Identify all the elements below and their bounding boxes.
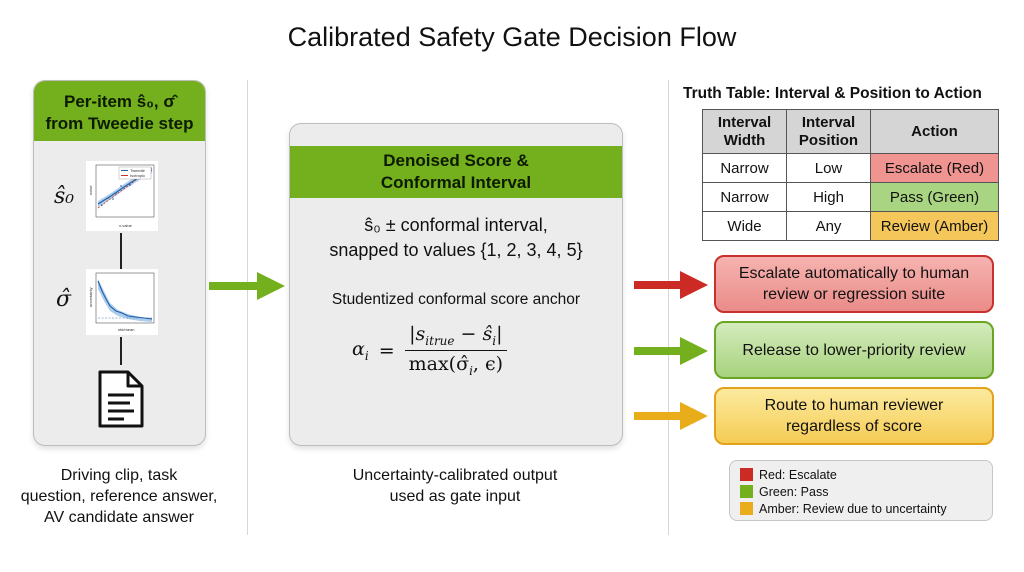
interval-line1: ŝ₀ ± conformal interval, [364,215,548,235]
action-escalate: Escalate automatically to human review o… [714,255,994,313]
truth-table-header-action: Action [870,109,999,154]
input-caption: Driving clip, task question, reference a… [18,465,220,528]
mini-chart-2-ylabel: uncertainty [88,287,93,307]
color-legend: Red: Escalate Green: Pass Amber: Review … [729,460,993,521]
cell-position: Low [786,153,871,183]
action-release: Release to lower-priority review [714,321,994,379]
s0-label: ŝ₀ [54,184,75,209]
green-arrow [634,337,708,365]
connector-line-1 [120,233,122,269]
page-title: Calibrated Safety Gate Decision Flow [287,22,737,52]
score-panel-header: Denoised Score & Conformal Interval [290,146,622,198]
cell-width: Narrow [702,153,787,183]
mini-chart-1-legend-a: Tweedie [130,168,146,173]
document-icon [98,370,144,428]
cell-position: High [786,182,871,212]
table-row: Narrow High Pass (Green) [702,182,999,212]
truth-table-title: Truth Table: Interval & Position to Acti… [683,85,982,102]
legend-item-green: Green: Pass [740,483,992,500]
divider-right [668,80,669,535]
cell-width: Narrow [702,182,787,212]
formula-denominator: max(σ̂i, ϵ) [408,353,504,379]
legend-swatch-green [740,485,753,498]
cell-action-red: Escalate (Red) [870,153,999,183]
green-arrow-input [209,272,285,300]
anchor-text: Studentized conformal score anchor [331,291,581,308]
legend-swatch-amber [740,502,753,515]
uncertainty-mini-chart: std/mean uncertainty [86,269,158,335]
tweedie-mini-chart: Tweedie Isotropic x-value noise [86,161,158,231]
action-review: Route to human reviewer regardless of sc… [714,387,994,445]
input-header-line1: Per-item ŝ₀, σ̂ [64,92,175,111]
interval-description: ŝ₀ ± conformal interval, snapped to valu… [290,213,622,263]
cell-width: Wide [702,211,787,241]
action-release-line1: Release to lower-priority review [742,341,966,359]
score-header-line2: Conformal Interval [380,173,532,192]
input-caption-line1: Driving clip, task [60,467,178,484]
formula-fraction: |sitrue − ŝi| max(σ̂i, ϵ) [404,323,508,379]
mini-chart-2-xlabel: std/mean [118,327,134,332]
mini-chart-1-legend-b: Isotropic [130,173,145,178]
divider-left [247,80,248,535]
legend-item-amber: Amber: Review due to uncertainty [740,500,992,517]
score-caption-line1: Uncertainty-calibrated output [352,467,558,484]
action-escalate-line2: review or regression suite [762,286,946,303]
action-escalate-line1: Escalate automatically to human [738,265,970,282]
score-caption: Uncertainty-calibrated output used as ga… [320,465,590,507]
amber-arrow [634,402,708,430]
action-review-line1: Route to human reviewer [764,397,944,414]
red-arrow [634,271,708,299]
conformal-formula: αi = |sitrue − ŝi| max(σ̂i, ϵ) [352,323,508,379]
legend-item-red: Red: Escalate [740,466,992,483]
input-panel: Per-item ŝ₀, σ̂ from Tweedie step ŝ₀ σ̂ … [33,80,206,446]
formula-equals: = [378,339,395,362]
input-header-line2: from Tweedie step [45,114,194,133]
formula-numerator: |sitrue − ŝi| [409,323,503,348]
mini-chart-1-ylabel: noise [88,185,93,195]
cell-action-green: Pass (Green) [870,182,999,212]
cell-action-amber: Review (Amber) [870,211,999,241]
mini-chart-1-xlabel: x-value [119,223,133,228]
formula-lhs: αi [352,338,369,363]
cell-position: Any [786,211,871,241]
input-panel-header: Per-item ŝ₀, σ̂ from Tweedie step [34,81,205,141]
input-caption-line3: AV candidate answer [43,509,194,526]
table-row: Narrow Low Escalate (Red) [702,153,999,183]
action-review-line2: regardless of score [785,418,923,435]
formula-fraction-bar [404,349,508,352]
legend-swatch-red [740,468,753,481]
interval-line2: snapped to values {1, 2, 3, 4, 5} [329,240,583,260]
connector-line-2 [120,337,122,365]
score-caption-line2: used as gate input [389,488,521,505]
score-panel: Denoised Score & Conformal Interval ŝ₀ ±… [289,123,623,446]
score-header-line1: Denoised Score & [383,151,529,170]
input-caption-line2: question, reference answer, [20,488,218,505]
sigma-label: σ̂ [56,287,72,312]
table-row: Wide Any Review (Amber) [702,211,999,241]
